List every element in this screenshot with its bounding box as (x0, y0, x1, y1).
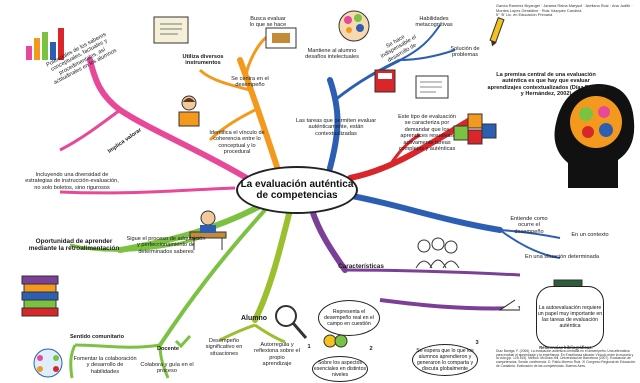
test-sheet-icon (415, 75, 449, 99)
number-1: 1 (307, 344, 311, 350)
central-topic: La evaluación auténtica de competencias (236, 166, 358, 214)
label-en-un-contexto: En un contexto (571, 232, 609, 238)
label-autorregula: Autorregula y reflexiona sobre el propio… (254, 342, 300, 368)
header-group: 5° 'B' Lic. en Educación Primaria (496, 12, 553, 17)
books-icon (21, 275, 59, 317)
label-se-centra: Se centra en el desempeño (231, 76, 269, 89)
label-alumno: Alumno (240, 315, 268, 322)
references-text: Díaz Barriga, F. (2006). La evaluación a… (496, 348, 636, 368)
label-colabora: Colabora y guía en el proceso (140, 362, 194, 375)
notebook-icon (265, 27, 297, 49)
label-habilidades: Habilidades metacognitivas (415, 16, 453, 29)
notebook-icon (153, 16, 189, 44)
label-mantiene: Mantiene al alumno desafíos intelectuale… (305, 48, 359, 61)
bubble-sobre-aspectos: Sobre los aspectos esenciales en distint… (312, 356, 368, 382)
chart-icon (26, 28, 64, 60)
people-circle-icon (33, 348, 63, 378)
checkmark-icon (174, 334, 192, 348)
label-busca-evaluar: Busca evaluar lo que se hace (249, 16, 287, 29)
label-desempeno-situaciones: Desempeño significativo en situaciones (205, 338, 243, 357)
label-identifica: Identifica el vínculo de coherencia entr… (209, 130, 265, 156)
students-group-icon (415, 237, 460, 269)
magnifier-person-icon (275, 305, 308, 339)
number-2: 2 (369, 346, 373, 352)
label-premisa: La premisa central de una evaluación aut… (487, 72, 605, 98)
head-profile-icon (554, 84, 635, 188)
label-utiliza: Utiliza diversos instrumentos (182, 54, 224, 67)
pencil-icon (489, 17, 505, 47)
bubble-autoevaluacion: La autoevaluación requiere un papel muy … (536, 286, 604, 348)
student-desk-icon (189, 210, 227, 250)
label-solucion: Solución de problemas (450, 46, 480, 59)
emoji-faces-icon (323, 334, 348, 348)
label-sentido-comunitario: Sentido comunitario (69, 334, 125, 340)
label-caracteristicas: Características (338, 263, 384, 270)
colored-blocks-icon (453, 113, 497, 145)
thinking-head-icon (338, 10, 370, 42)
references: Referencias bibliográficas: Díaz Barriga… (496, 346, 636, 369)
label-oportunidad: Oportunidad de aprender mediante la retr… (28, 238, 120, 253)
bubble-se-espera: Se espera que lo que los alumnos aprendi… (412, 344, 478, 376)
label-fomentar: Fomentar la colaboración y desarrollo de… (73, 356, 137, 375)
label-tareas: Las tareas que permiten evaluar auténtic… (295, 118, 377, 137)
label-este-tipo: Este tipo de evaluación se caracteriza p… (398, 114, 456, 153)
student-reading-icon (178, 95, 200, 127)
label-sigue: Sigue el proceso de adquisición y perfec… (126, 236, 206, 255)
label-situacion: En una situación determinada (524, 254, 599, 260)
header-authors: García Ramírez Bryangel · Jarama Reina M… (496, 3, 633, 17)
bubble-representa: Representa el desempeño real en el campo… (318, 300, 380, 336)
label-incluyendo: Incluyendo una diversidad de estrategias… (25, 172, 119, 191)
books-icon (374, 69, 396, 93)
number-3: 3 (475, 340, 479, 346)
references-title: Referencias bibliográficas: (539, 345, 593, 350)
label-docente: Docente (156, 346, 180, 352)
label-entiende: Entiende como ocurre el desempeño (510, 216, 548, 235)
